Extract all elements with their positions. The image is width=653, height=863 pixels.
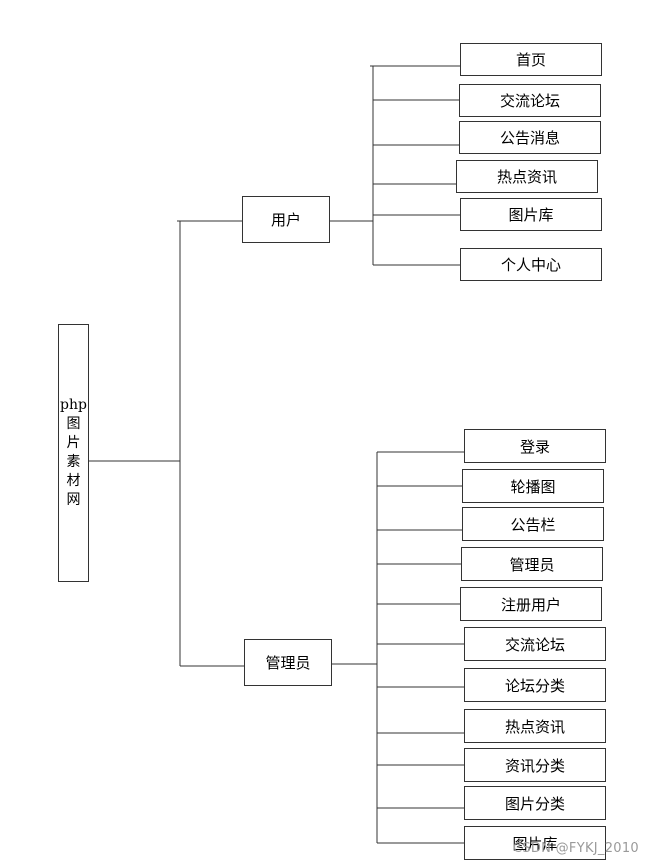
leaf-node: 轮播图: [462, 469, 604, 503]
branch-node-user: 用户: [242, 196, 330, 243]
leaf-label: 热点资讯: [496, 168, 557, 186]
leaf-node: 公告栏: [462, 507, 604, 541]
leaf-node: 论坛分类: [464, 668, 606, 702]
leaf-label: 交流论坛: [504, 635, 565, 654]
leaf-label: 图片库: [508, 206, 554, 224]
leaf-node: 资讯分类: [464, 748, 606, 782]
root-label-line: php: [60, 397, 87, 413]
leaf-label: 论坛分类: [504, 676, 565, 695]
leaf-node: 首页: [460, 43, 602, 76]
leaf-node: 登录: [464, 429, 606, 463]
leaf-node: 交流论坛: [464, 627, 606, 661]
leaf-label: 首页: [515, 51, 546, 69]
connector-lines: [89, 65, 464, 844]
root-node: php 图 片 素 材 网: [58, 324, 89, 582]
root-label-line: 网: [66, 492, 81, 508]
root-label-line: 图: [66, 416, 81, 432]
leaf-label: 公告栏: [510, 515, 556, 534]
leaf-label: 图片库: [512, 834, 558, 853]
root-label-line: 片: [66, 435, 81, 451]
leaf-node: 公告消息: [459, 121, 601, 154]
leaf-label: 注册用户: [500, 595, 561, 614]
leaf-label: 公告消息: [499, 129, 560, 147]
leaf-label: 轮播图: [510, 477, 556, 496]
leaf-label: 图片分类: [504, 794, 565, 813]
leaf-label: 资讯分类: [504, 756, 565, 775]
leaf-node: 注册用户: [460, 587, 602, 621]
leaf-label: 登录: [519, 437, 550, 456]
branch-node-admin: 管理员: [244, 639, 332, 686]
root-label-line: 材: [66, 473, 81, 489]
leaf-node: 图片库: [460, 198, 602, 231]
leaf-node: 热点资讯: [464, 709, 606, 743]
leaf-node: 图片分类: [464, 786, 606, 820]
watermark-text: CSDN @FYKJ_2010: [512, 841, 639, 856]
branch-label: 管理员: [265, 654, 311, 672]
branch-label: 用户: [270, 211, 301, 229]
leaf-label: 管理员: [509, 555, 555, 574]
leaf-label: 交流论坛: [499, 92, 560, 110]
leaf-node: 图片库: [464, 826, 606, 860]
leaf-node: 交流论坛: [459, 84, 601, 117]
leaf-node: 热点资讯: [456, 160, 598, 193]
leaf-label: 个人中心: [500, 256, 561, 274]
leaf-node: 管理员: [461, 547, 603, 581]
leaf-node: 个人中心: [460, 248, 602, 281]
root-label-line: 素: [66, 454, 81, 470]
leaf-label: 热点资讯: [504, 717, 565, 736]
